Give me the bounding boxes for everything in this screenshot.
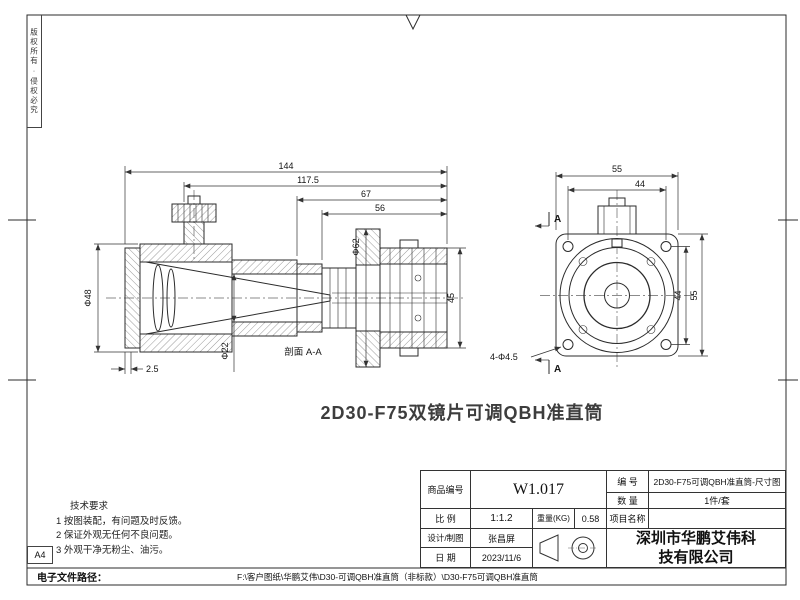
qbh-ring-lines [389,248,437,348]
corner-hole [562,241,574,252]
title-block: 商品编号 W1.017 编 号 2D30-F75可调QBH准直筒-尺寸图 数 量… [420,470,786,568]
flange-view [540,190,694,370]
qbh-detail-circle [414,314,422,322]
top-center-mark [405,14,421,31]
scale-label: 比 例 [421,509,471,529]
flange-circle-inner [583,261,651,330]
tech-requirement-item: 1 按图装配，有问题及时反馈。 [56,515,188,527]
screw-hole [646,257,656,266]
file-path-value: F:\客户图纸\华鹏艾伟\D30-可调QBH准直筒（非标款）\D30-F75可调… [237,571,538,582]
dim-dia48: Φ48 [83,289,93,306]
qbh-bottom-tab [399,347,419,357]
dim-55-top: 55 [612,164,622,174]
scale-value: 1:1.2 [471,509,533,529]
dim-117-5: 117.5 [297,175,319,185]
step-wall-bottom [296,321,323,333]
section-view-dimensions: 144 117.5 67 56 Φ62 Φ48 Φ22 2.5 45 剖面 A-… [83,161,466,374]
end-cap [124,247,141,349]
dim-2-5: 2.5 [146,364,159,374]
adjust-knob-neck [183,221,205,245]
lens-element-2 [166,268,176,328]
screw-hole [646,325,656,334]
section-label: 剖面 A-A [284,346,322,358]
tech-requirement-item: 3 外观干净无粉尘、油污。 [56,544,169,556]
corner-hole [660,241,672,252]
top-connector-lines [603,206,631,234]
dim-44-right: 44 [673,290,683,300]
knurl-lines [177,204,209,222]
dim-holes: 4-Φ4.5 [490,352,518,362]
screw-hole [578,325,588,334]
dim-144: 144 [278,161,293,171]
corner-hole [562,339,574,350]
designer-label: 设计/制图 [421,529,471,548]
file-path-strip: 电子文件路径： F:\客户图纸\华鹏艾伟\D30-可调QBH准直筒（非标款）\D… [27,568,786,585]
quantity-label: 数 量 [607,493,649,509]
sheet-frame [8,14,798,586]
output-bore [332,292,447,304]
designer-name: 张昌屏 [471,529,533,548]
weight-label: 重量(KG) [533,509,575,529]
housing-wall-top [139,243,233,263]
qbh-detail-circle [414,274,422,282]
product-no-label: 商品编号 [421,471,471,509]
file-path-label: 电子文件路径： [37,573,107,584]
date-label: 日 期 [421,548,471,567]
quantity-value: 1件/套 [649,493,785,509]
center-bore [604,282,630,309]
third-angle-projection-icon [539,534,598,562]
project-name-value [649,509,785,529]
company-name: 深圳市华鹏艾伟科技有限公司 [635,529,756,567]
adjust-knob-cap [171,203,217,223]
lens-element-1 [152,264,164,332]
section-arrow-a-top: A [554,214,561,225]
dim-dia62: Φ62 [351,238,361,255]
product-no-value: W1.017 [471,471,607,509]
adjust-knob-screw [187,195,201,205]
drawing-no-label: 编 号 [607,471,649,493]
dim-dia22: Φ22 [220,342,230,359]
flange-plate [555,233,679,357]
tech-requirements-heading: 技术要求 [70,501,109,512]
date-value: 2023/11/6 [471,548,533,567]
corner-hole [660,339,672,350]
dim-56: 56 [375,203,385,213]
qbh-top-tab [399,239,419,249]
top-connector-cap [608,197,626,207]
screw-hole [578,257,588,266]
drawing-no-value: 2D30-F75可调QBH准直筒-尺寸图 [649,471,785,493]
dim-45: 45 [446,293,456,303]
barrel-wall-bottom [231,321,298,337]
section-view [106,190,464,368]
weight-value: 0.58 [575,509,607,529]
step-wall-top [296,263,323,275]
dim-44-top: 44 [635,179,645,189]
projection-symbol-cell [533,529,607,567]
flange-wall-bottom [355,330,381,368]
tech-requirement-item: 2 保证外观无任何不良问题。 [56,530,178,541]
dim-55-right: 55 [689,290,699,300]
drawing-title: 2D30-F75双镜片可调QBH准直筒 [320,403,604,423]
barrel-wall-top [231,259,298,275]
project-name-label: 项目名称 [607,509,649,529]
flange-view-dimensions: 55 44 44 55 4-Φ4.5 A A [490,164,708,375]
housing-wall-bottom [139,333,233,353]
copyright-strip: 版权所有·侵权必究 [27,15,42,128]
dim-67: 67 [361,189,371,199]
section-arrow-a-bottom: A [554,364,561,375]
sheet-format-label: A4 [27,546,53,564]
keyway-notch [611,238,623,248]
technical-requirements: 技术要求 1 按图装配，有问题及时反馈。 2 保证外观无任何不良问题。 3 外观… [56,500,187,558]
inner-cone [145,261,331,335]
